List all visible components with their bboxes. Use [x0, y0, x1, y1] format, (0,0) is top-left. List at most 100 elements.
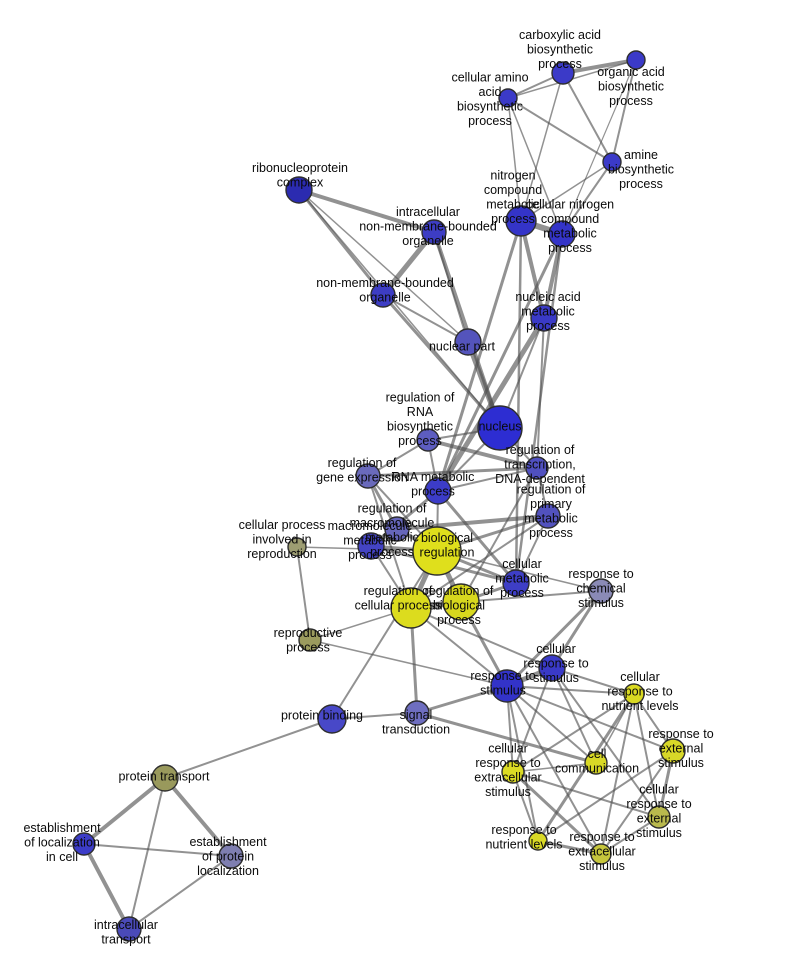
edge-regulation-of-transcription-dna-dependent--regulation-of-gene-expression	[366, 466, 539, 478]
node-label-carboxylic-acid-biosynthetic-process: biosynthetic	[527, 42, 593, 56]
edge-establishment-of-protein-localization--intracellular-transport	[128, 855, 232, 930]
node-regulation-of-cellular-process[interactable]	[390, 587, 432, 629]
node-cellular-process-involved-in-reproduction[interactable]	[287, 537, 307, 557]
node-label-ribonucleoprotein-complex: ribonucleoprotein	[252, 161, 348, 175]
edge-response-to-external-stimulus--response-to-nutrient-levels	[537, 750, 674, 842]
edge-cellular-amino-acid-biosynthetic-process--amine-biosynthetic-process	[507, 97, 613, 163]
node-response-to-extracellular-stimulus[interactable]	[590, 843, 612, 865]
edge-non-membrane-bounded-organelle--nucleus	[381, 293, 502, 430]
edge-nitrogen-compound-metabolic-process--rna-metabolic-process	[436, 219, 523, 493]
node-regulation-of-transcription-dna-dependent[interactable]	[525, 456, 549, 480]
node-cellular-amino-acid-biosynthetic-process[interactable]	[498, 88, 518, 108]
edge-ribonucleoprotein-complex--intracellular-non-membrane-bounded-organelle	[297, 188, 436, 234]
edge-cell-communication--response-to-stimulus	[506, 685, 597, 764]
node-label-amine-biosynthetic-process: process	[619, 177, 663, 191]
edge-cell-communication--cellular-response-to-stimulus	[551, 667, 597, 764]
node-reproductive-process[interactable]	[298, 628, 322, 652]
edge-intracellular-non-membrane-bounded-organelle--non-membrane-bounded-organelle	[380, 229, 437, 298]
node-regulation-of-gene-expression[interactable]	[355, 463, 381, 489]
node-label-nitrogen-compound-metabolic-process: compound	[484, 183, 542, 197]
edge-reproductive-process--response-to-stimulus	[309, 639, 508, 687]
edge-response-to-nutrient-levels--response-to-extracellular-stimulus	[536, 839, 603, 856]
node-rna-metabolic-process[interactable]	[424, 477, 452, 505]
edge-cellular-response-to-stimulus--cellular-response-to-nutrient-levels	[551, 667, 635, 695]
edge-cellular-amino-acid-biosynthetic-process--cellular-nitrogen-compound-metabolic-process	[507, 97, 563, 235]
edge-nucleic-acid-metabolic-process--rna-metabolic-process	[435, 315, 547, 494]
edge-protein-binding--biological-regulation	[331, 550, 438, 720]
node-regulation-of-primary-metabolic-process[interactable]	[535, 503, 561, 529]
node-carboxylic-acid-biosynthetic-process[interactable]	[551, 61, 575, 85]
node-label-cellular-amino-acid-biosynthetic-process: cellular amino	[451, 71, 528, 85]
node-cellular-response-to-external-stimulus[interactable]	[647, 805, 671, 829]
edge-protein-transport--establishment-of-protein-localization	[163, 776, 233, 858]
node-response-to-external-stimulus[interactable]	[660, 738, 686, 764]
node-macromolecule-metabolic-process[interactable]	[357, 532, 385, 560]
edge-nitrogen-compound-metabolic-process--cellular-metabolic-process	[514, 219, 523, 585]
edge-layer	[82, 58, 675, 931]
node-nucleic-acid-metabolic-process[interactable]	[530, 304, 558, 332]
node-cellular-nitrogen-compound-metabolic-process[interactable]	[548, 220, 576, 248]
node-amine-biosynthetic-process[interactable]	[602, 152, 622, 172]
node-establishment-of-localization-in-cell[interactable]	[72, 832, 96, 856]
edge-protein-transport--establishment-of-localization-in-cell	[82, 776, 167, 846]
edge-establishment-of-localization-in-cell--intracellular-transport	[82, 842, 131, 931]
edge-cellular-nitrogen-compound-metabolic-process--rna-metabolic-process	[436, 232, 564, 493]
edge-response-to-stimulus--response-to-nutrient-levels	[506, 685, 539, 842]
edge-rna-metabolic-process--macromolecule-metabolic-process	[369, 489, 440, 548]
node-regulation-of-macromolecule-metabolic-process[interactable]	[384, 516, 410, 542]
node-cellular-response-to-nutrient-levels[interactable]	[623, 683, 645, 705]
node-organic-acid-biosynthetic-process[interactable]	[626, 50, 646, 70]
edge-cellular-process-involved-in-reproduction--reproductive-process	[296, 546, 311, 641]
edge-signal-transduction--cell-communication	[415, 711, 598, 765]
node-biological-regulation[interactable]	[412, 526, 462, 576]
node-ribonucleoprotein-complex[interactable]	[285, 176, 313, 204]
node-response-to-chemical-stimulus[interactable]	[588, 578, 614, 604]
node-non-membrane-bounded-organelle[interactable]	[370, 282, 396, 308]
node-protein-transport[interactable]	[151, 764, 179, 792]
node-layer	[72, 50, 686, 942]
node-label-regulation-of-rna-biosynthetic-process: biosynthetic	[387, 420, 453, 434]
edge-carboxylic-acid-biosynthetic-process--organic-acid-biosynthetic-process	[561, 58, 638, 75]
node-label-cellular-amino-acid-biosynthetic-process: process	[468, 114, 512, 128]
node-label-amine-biosynthetic-process: amine	[624, 148, 658, 162]
edge-ribonucleoprotein-complex--nuclear-part	[298, 189, 469, 343]
edge-regulation-of-rna-biosynthetic-process--regulation-of-transcription-dna-dependent	[426, 438, 539, 470]
node-signal-transduction[interactable]	[404, 700, 430, 726]
edge-response-to-stimulus--response-to-extracellular-stimulus	[506, 685, 602, 855]
edge-cellular-response-to-stimulus--regulation-of-cellular-process	[410, 607, 553, 669]
edge-regulation-of-transcription-dna-dependent--rna-metabolic-process	[437, 467, 538, 492]
edge-cell-communication--cellular-response-to-extracellular-stimulus	[512, 762, 597, 773]
node-response-to-stimulus[interactable]	[490, 669, 524, 703]
node-cell-communication[interactable]	[584, 751, 608, 775]
node-cellular-response-to-extracellular-stimulus[interactable]	[501, 760, 525, 784]
edge-nucleic-acid-metabolic-process--regulation-of-transcription-dna-dependent	[536, 317, 545, 469]
edge-response-to-chemical-stimulus--regulation-of-biological-process	[460, 590, 602, 603]
node-label-regulation-of-rna-biosynthetic-process: regulation of	[386, 391, 455, 405]
edge-protein-binding--protein-transport	[164, 718, 333, 779]
edge-cellular-response-to-extracellular-stimulus--cellular-response-to-external-stimulus	[512, 771, 660, 818]
node-label-cellular-response-to-extracellular-stimulus: stimulus	[485, 785, 531, 799]
node-label-cellular-amino-acid-biosynthetic-process: acid	[479, 85, 502, 99]
node-label-carboxylic-acid-biosynthetic-process: carboxylic acid	[519, 28, 601, 42]
node-nuclear-part[interactable]	[454, 328, 482, 356]
edge-protein-transport--intracellular-transport	[128, 777, 166, 930]
node-label-establishment-of-localization-in-cell: establishment	[23, 821, 101, 835]
node-regulation-of-rna-biosynthetic-process[interactable]	[416, 428, 440, 452]
edge-carboxylic-acid-biosynthetic-process--nitrogen-compound-metabolic-process	[520, 72, 564, 222]
node-intracellular-non-membrane-bounded-organelle[interactable]	[421, 219, 447, 245]
node-establishment-of-protein-localization[interactable]	[218, 843, 244, 869]
edge-cellular-response-to-nutrient-levels--cellular-response-to-extracellular-stimulus	[512, 693, 635, 773]
node-cellular-metabolic-process[interactable]	[502, 569, 530, 597]
node-cellular-response-to-stimulus[interactable]	[538, 654, 566, 682]
node-nitrogen-compound-metabolic-process[interactable]	[505, 205, 537, 237]
edge-organic-acid-biosynthetic-process--amine-biosynthetic-process	[611, 59, 637, 163]
edge-cellular-response-to-extracellular-stimulus--response-to-nutrient-levels	[512, 771, 539, 842]
node-protein-binding[interactable]	[317, 704, 347, 734]
node-nucleus[interactable]	[477, 405, 523, 451]
node-response-to-nutrient-levels[interactable]	[528, 831, 548, 851]
node-regulation-of-biological-process[interactable]	[442, 583, 480, 621]
edge-cellular-response-to-extracellular-stimulus--response-to-extracellular-stimulus	[511, 770, 603, 856]
node-intracellular-transport[interactable]	[116, 916, 142, 942]
